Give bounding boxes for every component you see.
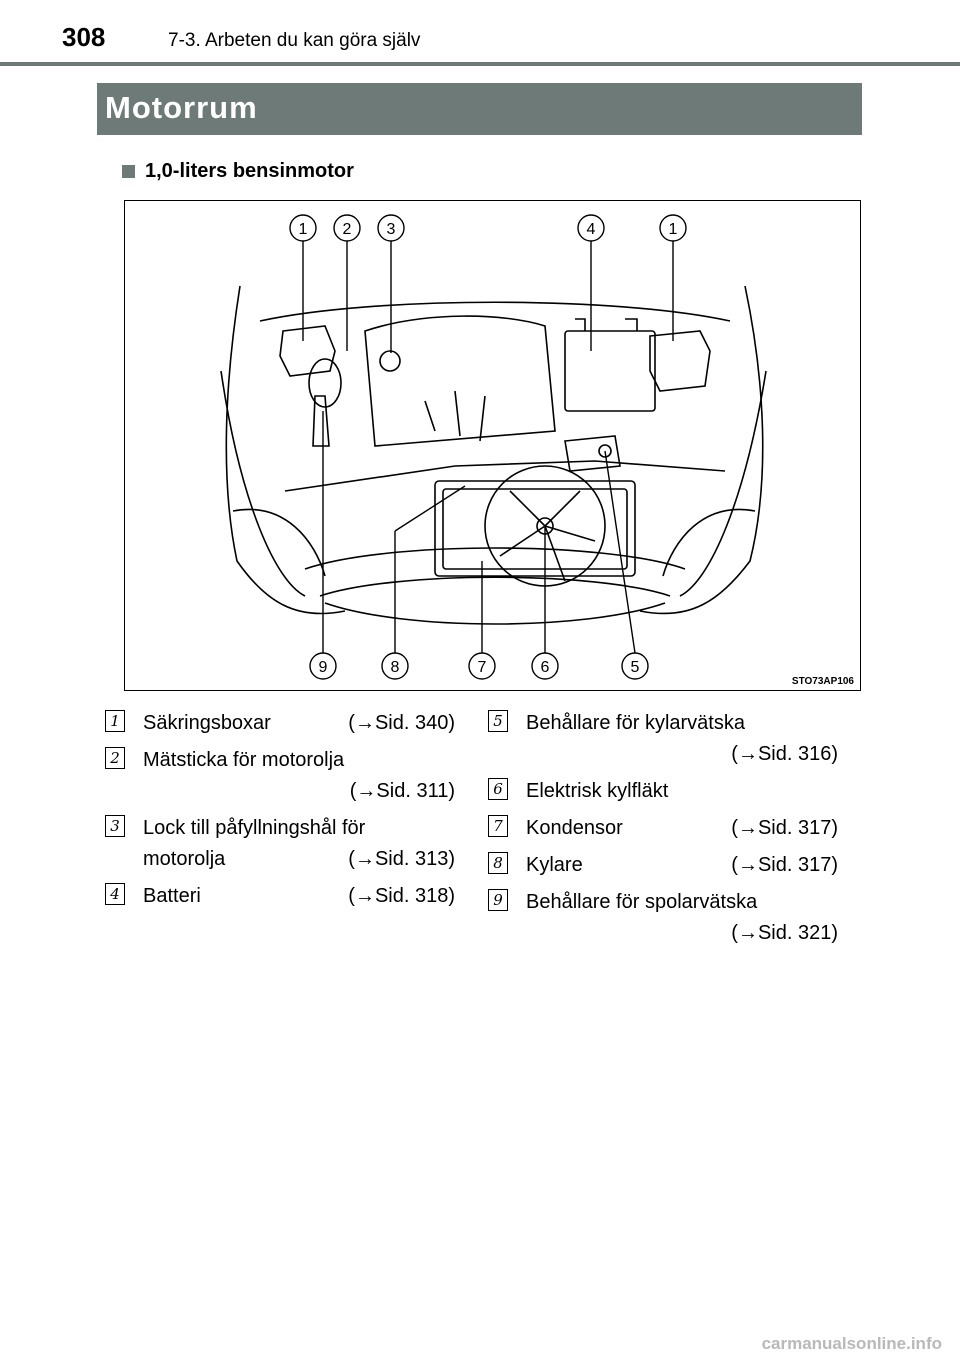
legend-item: 3 Lock till påfyllningshål för motorolja… [105,813,455,875]
legend-number: 3 [105,815,125,837]
legend-item: 4 Batteri (→Sid. 318) [105,881,455,912]
callout-bottom-4: 6 [541,659,550,676]
callout-bottom-5: 5 [631,659,640,676]
legend-label: Kylare [526,854,583,876]
legend-item: 9 Behållare för spolarvätska (→Sid. 321) [488,887,838,949]
legend-number: 9 [488,889,508,911]
page-reference: (→Sid. 316) [731,743,838,765]
subheading: 1,0-liters bensinmotor [122,160,354,183]
legend-label: Säkringsboxar [143,712,271,734]
legend-label: Mätsticka för motorolja [143,749,345,771]
legend-right: 5 Behållare för kylarvätska (→Sid. 316) … [488,708,838,955]
square-bullet-icon [122,165,135,178]
legend-left: 1 Säkringsboxar (→Sid. 340) 2 Mätsticka … [105,708,455,918]
figure-code: STO73AP106 [791,676,854,687]
callout-bottom-2: 8 [391,659,400,676]
legend-item: 7 Kondensor (→Sid. 317) [488,813,838,844]
page-number: 308 [62,22,106,52]
page-reference: (→Sid. 313) [348,848,455,870]
callout-bottom-3: 7 [478,659,487,676]
legend-label: Lock till påfyllningshål för [143,817,366,839]
page-reference: (→Sid. 317) [731,817,838,839]
subheading-label: 1,0-liters bensinmotor [145,160,354,182]
banner-title: Motorrum [105,90,258,125]
legend-label-continued: motorolja [143,848,226,870]
section-title: 7-3. Arbeten du kan göra själv [168,30,421,51]
legend-number: 5 [488,710,508,732]
legend-label: Batteri [143,885,201,907]
engine-bay-illustration: 1 2 3 4 1 9 8 7 6 5 [220,214,767,680]
callout-top-2: 2 [343,221,352,238]
legend-item: 6 Elektrisk kylfläkt [488,776,838,807]
callout-top-3: 3 [387,221,396,238]
legend-number: 2 [105,747,125,769]
legend-label: Elektrisk kylfläkt [526,780,669,802]
legend-label: Behållare för kylarvätska [526,712,745,734]
page-reference: (→Sid. 321) [731,922,838,944]
callout-top-4: 4 [587,221,596,238]
page-reference: (→Sid. 317) [731,854,838,876]
page-reference: (→Sid. 340) [348,712,455,734]
watermark: carmanualsonline.info [761,1334,942,1353]
legend-number: 6 [488,778,508,800]
legend-number: 4 [105,883,125,905]
legend-label: Kondensor [526,817,623,839]
title-banner: Motorrum [97,83,862,135]
legend-number: 8 [488,852,508,874]
legend-item: 8 Kylare (→Sid. 317) [488,850,838,881]
legend-label: Behållare för spolarvätska [526,891,758,913]
header-rule [0,62,960,66]
legend-item: 1 Säkringsboxar (→Sid. 340) [105,708,455,739]
legend-item: 5 Behållare för kylarvätska (→Sid. 316) [488,708,838,770]
engine-bay-figure: 1 2 3 4 1 9 8 7 6 5 STO73AP106 [124,200,861,691]
callout-top-1: 1 [299,221,308,238]
legend-item: 2 Mätsticka för motorolja (→Sid. 311) [105,745,455,807]
callout-bottom-1: 9 [319,659,328,676]
page-reference: (→Sid. 318) [348,885,455,907]
page-reference: (→Sid. 311) [349,780,455,802]
legend-number: 1 [105,710,125,732]
legend-number: 7 [488,815,508,837]
callout-top-5: 1 [669,221,678,238]
